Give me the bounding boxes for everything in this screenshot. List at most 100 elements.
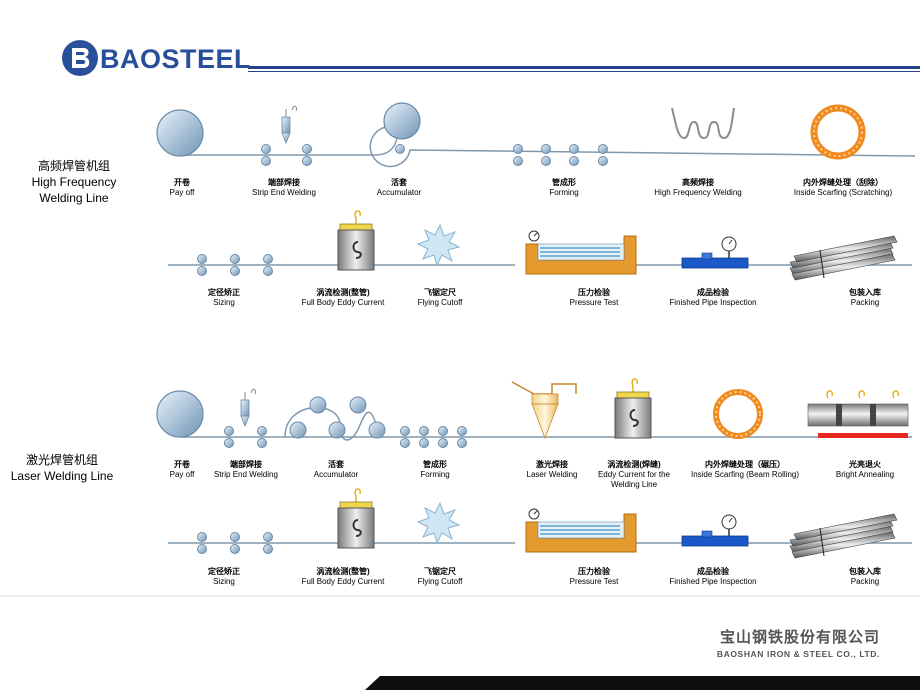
scarfing-ring (810, 104, 866, 160)
caption-en: Packing (850, 298, 880, 307)
caption-zh: 端部焊接 (268, 178, 300, 187)
caption-zh: 压力检验 (578, 288, 610, 297)
caption-zh: 包装入库 (849, 288, 881, 297)
caption-en: Inside Scarfing (Beam Rolling) (690, 470, 800, 479)
caption-en: Inside Scarfing (Scratching) (793, 188, 893, 197)
caption-zh: 定径矫正 (208, 567, 240, 576)
caption-zh: 活套 (328, 460, 344, 469)
section-title-en-2: Welding Line (39, 191, 109, 205)
payoff-coil (156, 109, 204, 157)
laser-line (156, 378, 912, 559)
hf-welding-coil (671, 107, 735, 140)
caption-zh: 端部焊接 (230, 460, 262, 469)
section-title-en-1: High Frequency (31, 175, 117, 189)
strip-end-welding-laser (240, 388, 256, 428)
company-name-zh: 宝山钢铁股份有限公司 (719, 628, 880, 646)
footer-corner (365, 676, 920, 690)
flying-cutoff-star (416, 223, 461, 267)
header-rule (248, 66, 920, 72)
caption-zh: 成品检验 (697, 567, 729, 576)
caption-en: Accumulator (313, 470, 359, 479)
caption-zh: 管成形 (552, 178, 576, 187)
finished-inspection (681, 236, 749, 269)
caption-zh: 高频焊接 (682, 178, 714, 187)
caption-zh: 压力检验 (578, 567, 610, 576)
section-title-zh: 高频焊管机组 (37, 159, 110, 173)
caption-en: Accumulator (376, 188, 422, 197)
company-name-en: BAOSHAN IRON & STEEL CO., LTD. (716, 649, 880, 659)
pipe-bundle-hf (789, 235, 898, 281)
caption-en: Finished Pipe Inspection (669, 298, 757, 307)
caption-en: Pressure Test (569, 577, 619, 586)
pressure-test-tank-2 (525, 508, 637, 553)
eddy-current-box (337, 210, 375, 271)
caption-en: Full Body Eddy Current (301, 577, 385, 586)
company-name: 宝山钢铁股份有限公司 BAOSHAN IRON & STEEL CO., LTD… (690, 626, 880, 659)
caption-zh: 内外焊缝处理（碾压） (705, 460, 785, 469)
section-title-zh: 激光焊管机组 (25, 453, 98, 467)
section-label-laser: 激光焊管机组 Laser Welding Line (0, 452, 132, 484)
caption-zh: 活套 (391, 178, 407, 187)
caption-en: Welding Line (610, 480, 658, 489)
flying-cutoff-star-2 (416, 501, 461, 545)
caption-en: Pressure Test (569, 298, 619, 307)
caption-en: Packing (850, 577, 880, 586)
hf-line (156, 102, 916, 281)
caption: 内外焊缝处理（碾压）Inside Scarfing (Beam Rolling) (670, 460, 820, 480)
hf-rollers-row2 (197, 254, 273, 276)
caption-zh: 管成形 (423, 460, 447, 469)
caption-en: Pay off (169, 188, 195, 197)
caption: 内外焊缝处理（刮除）Inside Scarfing (Scratching) (768, 178, 918, 198)
caption-zh: 光亮退火 (849, 460, 881, 469)
caption-en: Bright Annealing (835, 470, 895, 479)
caption-en: Full Body Eddy Current (301, 298, 385, 307)
caption-zh: 涡流检测(整管) (316, 567, 370, 576)
pipe-bundle-laser (789, 513, 898, 559)
caption-en: Eddy Current for the (597, 470, 671, 479)
laser-rollers-row2 (197, 532, 273, 554)
caption-en: Flying Cutoff (417, 298, 463, 307)
eddy-current-box-laser (614, 378, 652, 439)
finished-inspection-2 (681, 514, 749, 547)
caption-en: Pay off (169, 470, 195, 479)
caption-en: Strip End Welding (252, 188, 316, 197)
caption-en: Finished Pipe Inspection (669, 577, 757, 586)
laser-rollers-row1 (224, 396, 467, 448)
caption-zh: 开卷 (174, 460, 190, 469)
caption-zh: 内外焊缝处理（刮除） (803, 178, 883, 187)
caption-en: Laser Welding (526, 470, 578, 479)
caption-zh: 激光焊接 (536, 460, 568, 469)
caption-en: High Frequency Welding (654, 188, 742, 197)
caption-zh: 飞锯定尺 (424, 288, 456, 297)
hf-rollers-row1 (261, 144, 608, 166)
caption-zh: 飞锯定尺 (424, 567, 456, 576)
eddy-current-box-2 (337, 488, 375, 549)
section-title-en: Laser Welding Line (10, 469, 114, 483)
caption-en: Forming (420, 470, 450, 479)
caption-en: Sizing (213, 298, 235, 307)
payoff-coil-laser (156, 390, 204, 438)
caption-zh: 定径矫正 (208, 288, 240, 297)
strip-end-welding (281, 105, 297, 145)
scarfing-ring-laser (713, 389, 763, 439)
caption-zh: 包装入库 (849, 567, 881, 576)
caption-zh: 涡流检测(整管) (316, 288, 370, 297)
accumulator-roll (383, 102, 421, 140)
section-label-hf: 高频焊管机组 High Frequency Welding Line (4, 158, 144, 206)
